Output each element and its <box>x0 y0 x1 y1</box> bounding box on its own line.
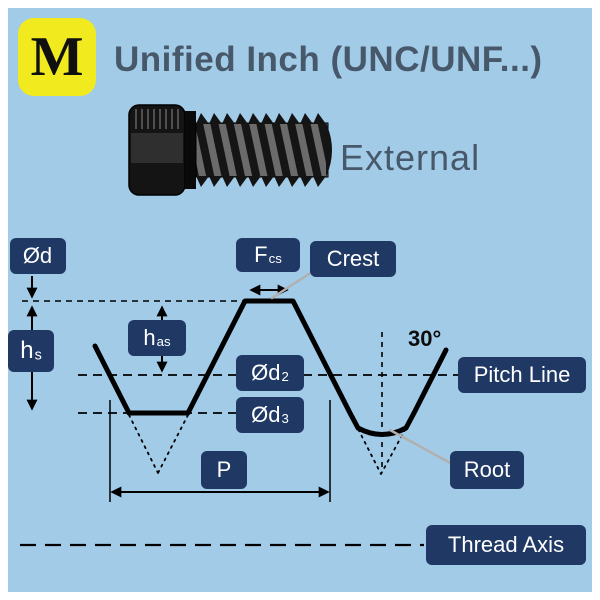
bolt-head-knurl <box>135 109 179 129</box>
label-has-text: h <box>143 325 156 350</box>
brand-logo: M <box>18 18 96 96</box>
label-fcs-sub: cs <box>268 251 282 267</box>
label-thread-axis: Thread Axis <box>426 525 586 565</box>
external-caption: External <box>340 137 481 178</box>
label-root: Root <box>450 451 524 489</box>
flank-angle-label: 30° <box>408 326 442 351</box>
label-od2-text: Ød <box>251 360 281 385</box>
label-pitch: P <box>201 451 247 489</box>
page-title: Unified Inch (UNC/UNF...) <box>114 40 543 79</box>
left-root-sharp-v-dotted <box>128 414 189 474</box>
bolt-shank <box>195 122 329 178</box>
label-major-diameter: Ød <box>10 238 66 274</box>
label-fcs-text: F <box>254 242 268 267</box>
label-od3-sub: 3 <box>281 411 289 427</box>
label-pitch-line-text: Pitch Line <box>473 362 571 387</box>
label-crest: Crest <box>310 241 396 277</box>
bolt-tip <box>326 123 332 177</box>
bolt-thread-crests-top <box>196 113 326 124</box>
label-root-text: Root <box>463 457 511 482</box>
label-od2-sub: 2 <box>281 369 289 385</box>
label-p-text: P <box>216 457 232 482</box>
label-thread-axis-text: Thread Axis <box>447 532 565 557</box>
brand-logo-letter: M <box>30 26 84 88</box>
thread-profile-line <box>92 298 449 437</box>
label-has-sub: as <box>156 334 171 350</box>
label-hs-sub: s <box>34 347 42 364</box>
root-leader-line <box>388 428 454 466</box>
label-od3-text: Ød <box>251 402 281 427</box>
label-pitch-line: Pitch Line <box>458 357 586 393</box>
label-hs-text: h <box>20 337 34 364</box>
bolt-illustration <box>128 104 332 196</box>
bolt-thread-crests-bottom <box>196 176 326 187</box>
label-crest-text: Crest <box>326 246 380 271</box>
bolt-collar <box>185 111 196 189</box>
label-od-text: Ød <box>22 243 53 268</box>
bolt-head-facet <box>131 133 183 163</box>
